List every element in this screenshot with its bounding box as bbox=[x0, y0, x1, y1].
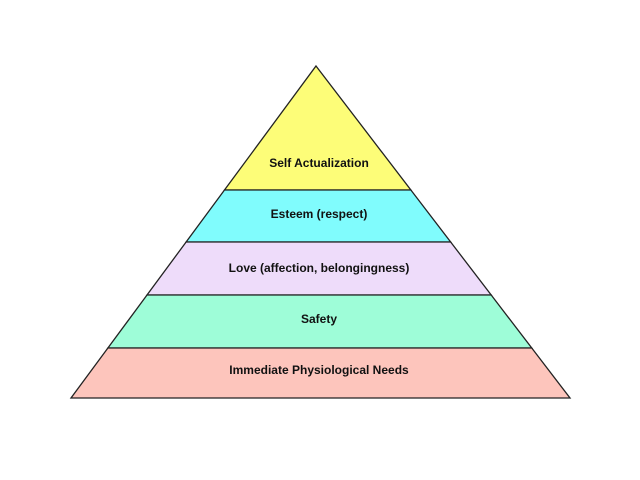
pyramid-level-0 bbox=[223, 64, 413, 191]
level-label: Immediate Physiological Needs bbox=[229, 363, 409, 377]
pyramid-level-4 bbox=[69, 347, 572, 399]
level-label: Love (affection, belongingness) bbox=[229, 261, 410, 275]
level-label: Self Actualization bbox=[269, 156, 369, 170]
level-label: Esteem (respect) bbox=[271, 207, 368, 221]
level-label: Safety bbox=[301, 312, 337, 326]
